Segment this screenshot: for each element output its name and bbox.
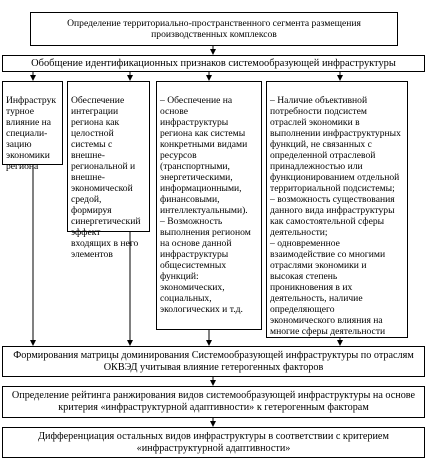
rating-box: Определение рейтинга ранжирования видов …: [2, 386, 425, 418]
differentiation-box: Дифференциация остальных видов инфрастру…: [2, 427, 425, 458]
generalization-box: Обобщение идентификационных признаков си…: [2, 55, 425, 72]
column-box-2: Обеспечение интеграции региона как целос…: [67, 81, 150, 260]
top-box-text: Определение территориально-пространствен…: [67, 18, 361, 40]
differentiation-box-text: Дифференциация остальных видов инфрастру…: [38, 430, 389, 454]
column-box-3: – Обеспечение на основе инфраструктуры р…: [156, 81, 262, 330]
top-box: Определение территориально-пространствен…: [30, 12, 398, 46]
column-box-1-text: Инфраструк турное влияние на специали- з…: [6, 95, 57, 172]
column-box-4: – Наличие объективной потребности подсис…: [266, 81, 408, 338]
column-box-2-text: Обеспечение интеграции региона как целос…: [71, 95, 141, 260]
rating-box-text: Определение рейтинга ранжирования видов …: [11, 390, 416, 413]
column-box-4-text: – Наличие объективной потребности подсис…: [270, 95, 401, 337]
matrix-box-text: Формирования матрицы доминирования Систе…: [13, 349, 414, 373]
column-box-1: Инфраструк турное влияние на специали- з…: [2, 81, 63, 172]
matrix-box: Формирования матрицы доминирования Систе…: [2, 346, 425, 377]
column-box-3-text: – Обеспечение на основе инфраструктуры р…: [160, 95, 251, 315]
generalization-box-text: Обобщение идентификационных признаков си…: [31, 58, 396, 69]
